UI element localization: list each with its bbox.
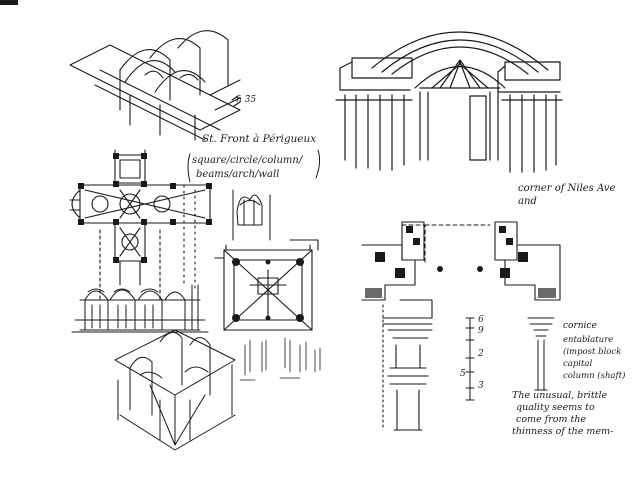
dome-study-sketch bbox=[232, 189, 271, 241]
scale-label-5: 5 bbox=[460, 369, 466, 379]
plan-piers bbox=[78, 153, 212, 263]
corner-tab bbox=[0, 0, 18, 5]
label-entablature: entablature bbox=[563, 335, 613, 345]
arcade-elevation-sketch bbox=[71, 284, 209, 333]
label-impost: (impost block bbox=[563, 346, 621, 357]
column-profile-sketch bbox=[382, 299, 433, 431]
arcade-perspective-sketch bbox=[114, 329, 236, 451]
scale-label-9: 9 bbox=[478, 326, 484, 336]
wall-section-piers bbox=[365, 226, 556, 298]
vault-perspective-sketch bbox=[69, 30, 241, 141]
bay-plan-sketch bbox=[214, 239, 319, 331]
corner-caption-line-1: corner of Niles Ave bbox=[518, 183, 615, 194]
slender-column-sketch bbox=[527, 317, 555, 391]
scale-label-3: 3 bbox=[478, 381, 484, 391]
note-line-3: come from the bbox=[516, 414, 586, 425]
scale-label-6: 6 bbox=[478, 315, 484, 325]
st-front-label: St. Front à Périgueux bbox=[202, 133, 316, 145]
note-line-4: thinness of the mem- bbox=[512, 426, 613, 437]
label-cornice: cornice bbox=[563, 321, 597, 331]
legend-line-1: square/circle/column/ bbox=[192, 155, 304, 166]
note-line-2: quality seems to bbox=[516, 402, 595, 413]
legend-brackets bbox=[187, 149, 321, 183]
wall-section-plan bbox=[361, 221, 561, 301]
dimension-scale bbox=[465, 317, 475, 401]
legend-line-2: beams/arch/wall bbox=[196, 169, 279, 180]
column-scribbles bbox=[239, 337, 321, 381]
label-column: column (shaft) bbox=[563, 370, 625, 381]
note-line-1: The unusual, brittle bbox=[512, 390, 608, 401]
bay-plan-columns bbox=[232, 258, 304, 322]
cruciform-plan-sketch bbox=[69, 149, 211, 301]
label-capital: capital bbox=[563, 359, 592, 369]
arched-doorway-sketch bbox=[335, 31, 563, 173]
corner-caption-line-2: and bbox=[518, 196, 537, 207]
dimension-scribble: n̄ 3̄5 bbox=[236, 95, 256, 105]
scale-label-2: 2 bbox=[477, 349, 484, 359]
